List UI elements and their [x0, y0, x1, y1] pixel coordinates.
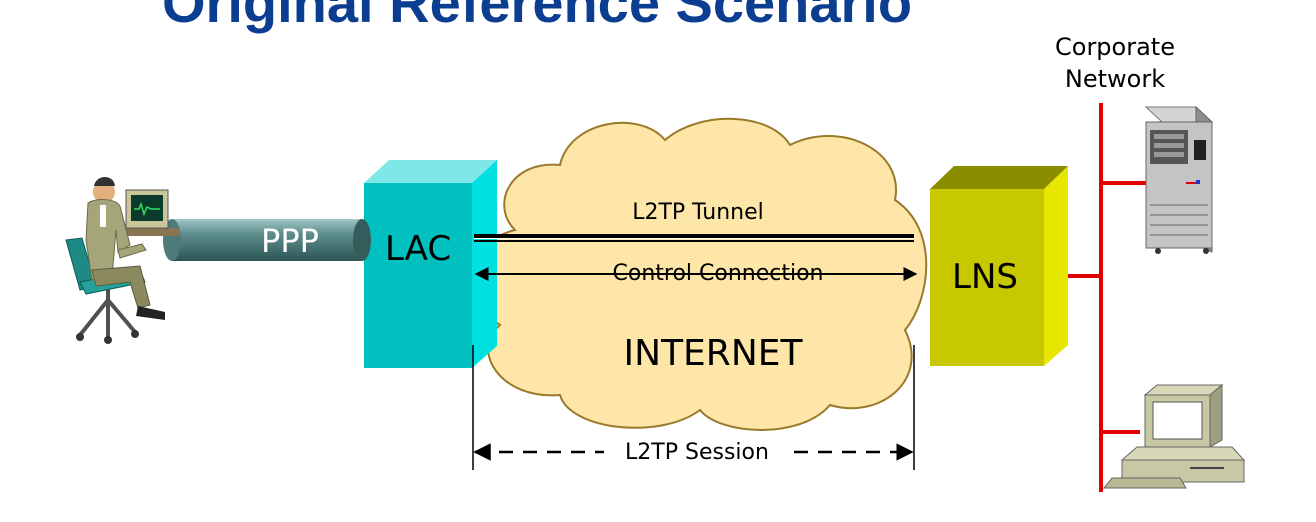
l2tp-tunnel-label: L2TP Tunnel	[632, 200, 764, 225]
lns-device: LNS	[930, 166, 1068, 366]
lns-label: LNS	[952, 257, 1018, 297]
page-title: Original Reference Scenario	[162, 0, 913, 34]
corporate-network-label-line1: Corporate	[1055, 33, 1175, 61]
control-connection-label: Control Connection	[613, 261, 824, 286]
corporate-network-lines	[1058, 103, 1146, 492]
desktop-computer-icon	[1102, 383, 1246, 489]
internet-label: INTERNET	[624, 333, 804, 374]
ppp-label: PPP	[261, 222, 319, 260]
lac-device: LAC	[364, 160, 497, 368]
l2tp-session-label: L2TP Session	[625, 440, 769, 465]
lac-label: LAC	[385, 229, 451, 269]
corporate-network-label-line2: Network	[1065, 65, 1165, 93]
server-icon	[1144, 105, 1214, 254]
l2tp-tunnel	[474, 234, 914, 242]
ppp-pipe: PPP	[163, 219, 371, 261]
user-at-computer-icon	[65, 177, 180, 344]
